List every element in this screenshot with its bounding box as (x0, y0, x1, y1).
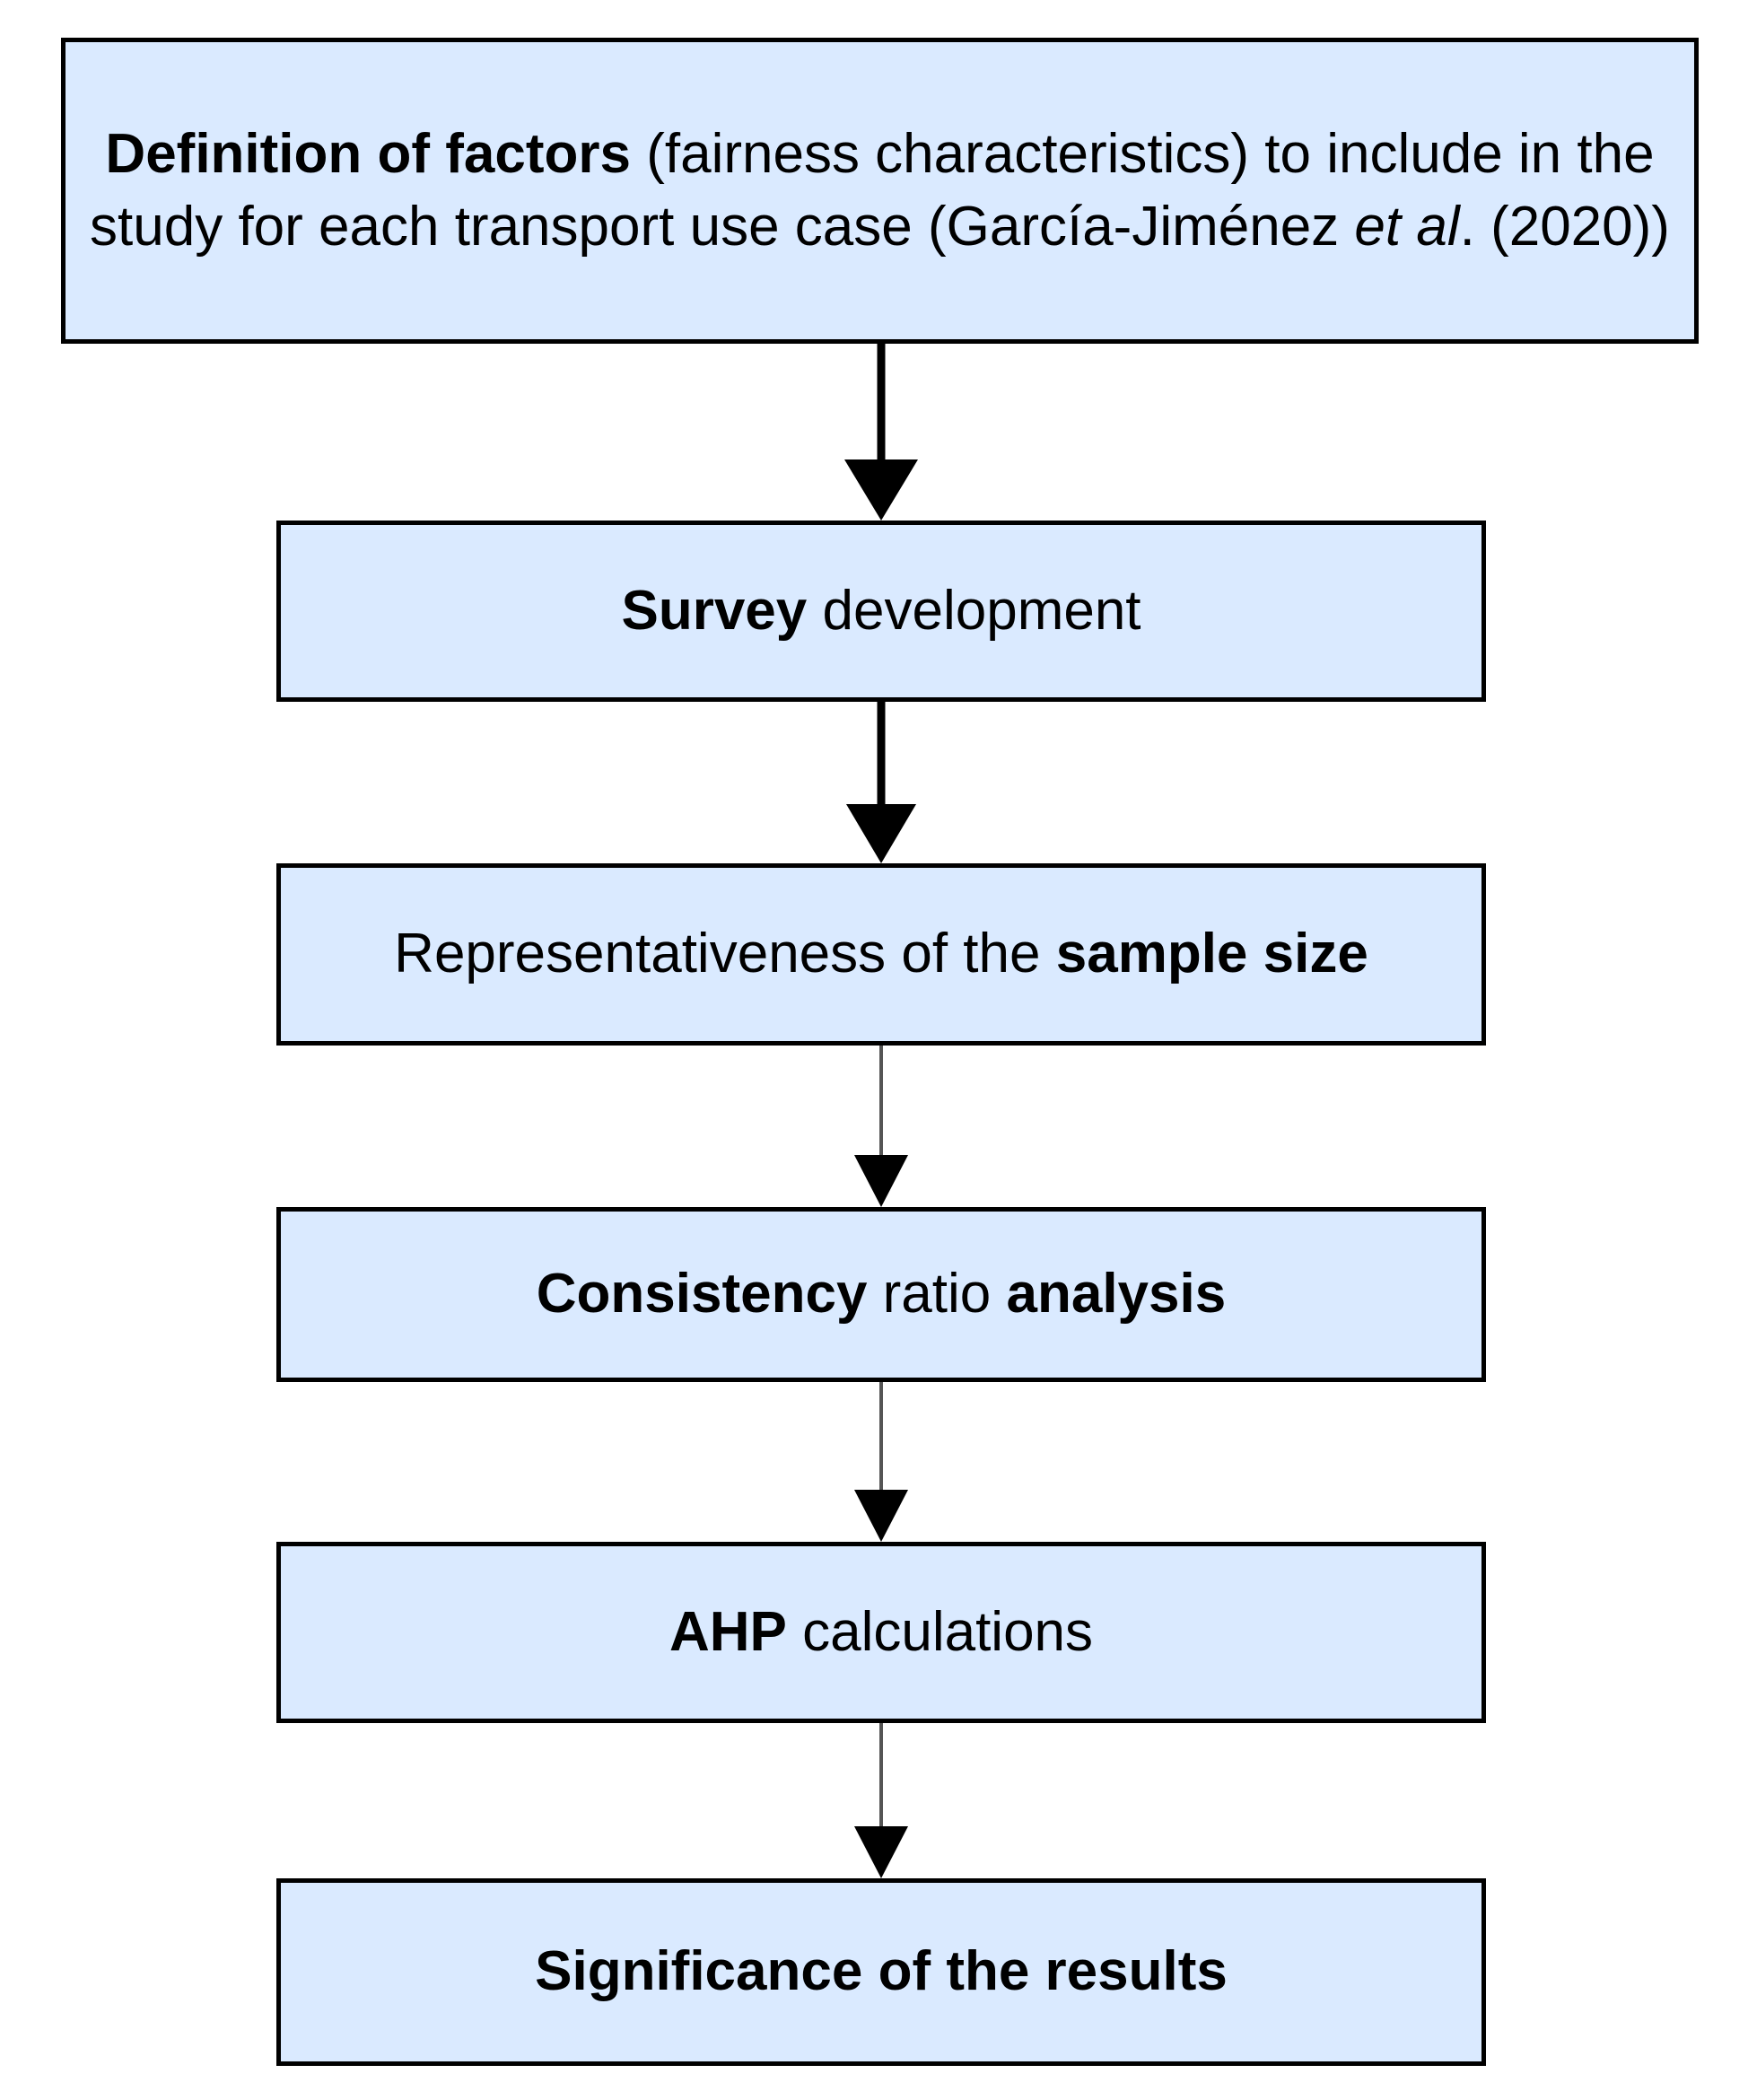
flow-node-consistency-ratio-analysis[interactable]: Consistency ratio analysis (276, 1207, 1486, 1382)
flow-node-significance-of-the-results[interactable]: Significance of the results (276, 1878, 1486, 2066)
flow-node-label: Significance of the results (535, 1940, 1228, 2003)
flow-node-representativeness-of-sample-size[interactable]: Representativeness of the sample size (276, 863, 1486, 1046)
edge-ahp-to-significance (854, 1723, 908, 1878)
flow-node-label: Definition of factors (fairness characte… (90, 122, 1670, 258)
flow-node-label: Representativeness of the sample size (394, 923, 1368, 985)
flow-node-survey-development[interactable]: Survey development (276, 521, 1486, 702)
flow-node-ahp-calculations[interactable]: AHP calculations (276, 1542, 1486, 1723)
flow-node-label: Survey development (621, 579, 1141, 642)
flow-node-label: AHP calculations (669, 1600, 1094, 1663)
edge-consistency-to-ahp (854, 1382, 908, 1542)
edge-representativeness-to-consistency (854, 1046, 908, 1207)
edge-definition-to-survey (844, 344, 918, 521)
flow-node-label: Consistency ratio analysis (536, 1263, 1227, 1326)
edge-survey-to-representativeness (846, 702, 916, 863)
flow-node-definition-of-factors[interactable]: Definition of factors (fairness characte… (61, 38, 1699, 344)
